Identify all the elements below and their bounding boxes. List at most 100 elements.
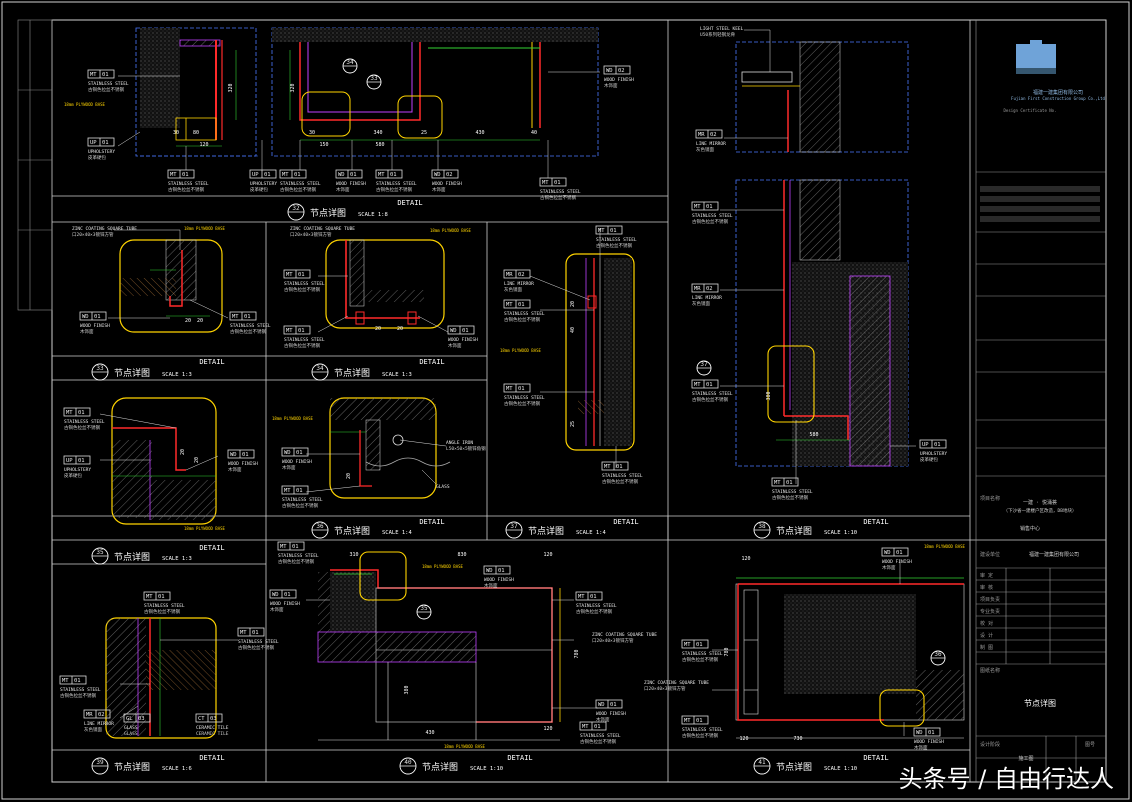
sheet-number-label: 图号 [1085, 742, 1095, 748]
panel-title: 节点详图 [334, 367, 370, 379]
material-label: STAINLESS STEEL [144, 603, 185, 609]
material-tag-number: 02 [710, 132, 717, 138]
material-tag-number: 01 [610, 702, 617, 708]
material-label: STAINLESS STEEL [692, 391, 733, 397]
dimension-text: 120 [543, 726, 552, 732]
material-label: ZINC COATING SQUARE TUBE [592, 632, 657, 638]
material-label-cn: 古铜色拉丝不锈钢 [230, 328, 266, 335]
signature-row-label: 校 对 [980, 620, 993, 627]
signature-row-label: 专业负责 [980, 608, 1000, 615]
material-tag-number: 01 [896, 550, 903, 556]
material-label-cn: 灰色镜面 [692, 300, 710, 307]
material-label: UPHOLSTERY [88, 149, 115, 155]
material-label-cn: 木饰面 [270, 606, 284, 613]
material-label-cn: 皮革硬包 [920, 456, 938, 463]
material-tag-code: WD [272, 592, 279, 598]
dimension-text: 730 [793, 736, 802, 742]
material-tag-code: MT [240, 630, 247, 636]
panel-scale: SCALE 1:10 [824, 530, 857, 536]
dimension-text: 830 [457, 552, 466, 558]
panel-detail-label: DETAIL [199, 544, 224, 552]
detail-callout-number: 40 [404, 759, 412, 766]
material-tag-number: 02 [98, 712, 105, 718]
material-tag-number: 01 [294, 172, 301, 178]
certificate-line: Design Certificate No. [1004, 108, 1057, 113]
material-label: STAINLESS STEEL [602, 473, 643, 479]
material-label-cn: 古铜色拉丝不锈钢 [580, 738, 616, 745]
dimension-text: 20 [346, 473, 352, 479]
dimension-text: 120 [543, 552, 552, 558]
material-label: STAINLESS STEEL [284, 337, 325, 343]
detail-41-drawing [735, 577, 965, 739]
material-label-cn: 古铜色拉丝不锈钢 [168, 186, 204, 193]
material-tag-code: MT [146, 594, 153, 600]
material-tag-code: MT [378, 172, 385, 178]
material-label-cn: 木饰面 [448, 342, 462, 349]
panel-title: 节点详图 [776, 761, 812, 773]
material-label-cn: 古铜色拉丝不锈钢 [504, 316, 540, 323]
material-label: UPHOLSTERY [250, 181, 277, 187]
material-label: STAINLESS STEEL [238, 639, 279, 645]
material-tag-code: MT [604, 464, 611, 470]
dimension-text: 20 [570, 301, 576, 307]
detail-callout-number: 34 [316, 365, 324, 372]
material-label: WOOD FINISH [270, 601, 300, 607]
material-tag-number: 01 [518, 386, 525, 392]
material-tag-number: 01 [934, 442, 941, 448]
dimension-text: 780 [724, 647, 730, 656]
material-tag-code: UP [90, 140, 97, 146]
owner-label: 建设单位 [980, 551, 1000, 558]
material-label: STAINLESS STEEL [692, 213, 733, 219]
material-label-cn: CERAMIC TILE [196, 731, 229, 737]
material-label-cn: 古铜色拉丝不锈钢 [692, 396, 728, 403]
dimension-text: 80 [193, 130, 199, 136]
material-tag-number: 01 [296, 488, 303, 494]
material-tag-number: 02 [706, 286, 713, 292]
material-tag-number: 01 [244, 314, 251, 320]
material-tag-code: MR [694, 286, 701, 292]
material-label: UPHOLSTERY [64, 467, 91, 473]
panel-title: 节点详图 [114, 367, 150, 379]
material-tag-code: WD [486, 568, 493, 574]
material-tag-number: 01 [462, 328, 469, 334]
inner-border [51, 19, 1107, 783]
dimension-text: 20 [185, 318, 191, 324]
dimension-text: 25 [421, 130, 427, 136]
material-label: WOOD FINISH [448, 337, 478, 343]
material-tag-code: WD [606, 68, 613, 74]
dimension-text: 25 [570, 421, 576, 427]
material-tag-code: MT [684, 718, 691, 724]
material-tag-code: MT [286, 328, 293, 334]
detail-39-drawing [105, 617, 217, 739]
material-label-cn: 木饰面 [282, 464, 296, 471]
material-label-cn: 古铜色拉丝不锈钢 [280, 186, 316, 193]
dimension-text: 20 [397, 326, 403, 332]
material-tag-code: WD [82, 314, 89, 320]
material-tag-code: MT [280, 544, 287, 550]
material-label-cn: U50系列轻钢龙骨 [700, 31, 736, 38]
material-tag-code: MT [90, 72, 97, 78]
detail-callout-number: 35 [420, 605, 428, 612]
material-label: 18mm PLYWOOD BASE [64, 102, 106, 107]
material-tag-code: MT [694, 382, 701, 388]
dimension-text: 380 [404, 685, 410, 694]
material-label-cn: 古铜色拉丝不锈钢 [772, 494, 808, 501]
material-tag-code: MT [774, 480, 781, 486]
dimension-text: 430 [425, 730, 434, 736]
material-label-cn: 木饰面 [882, 564, 896, 571]
material-label-cn: 古铜色拉丝不锈钢 [682, 732, 718, 739]
material-label: LINE MIRROR [696, 141, 726, 147]
material-tag-number: 01 [284, 592, 291, 598]
material-label-cn: 口20×40×3镀锌方管 [290, 231, 332, 238]
material-tag-number: 01 [696, 718, 703, 724]
detail-38-drawing [735, 41, 909, 467]
material-label-cn: 木饰面 [914, 744, 928, 751]
panel-title: 节点详图 [114, 761, 150, 773]
material-tag-code: MT [506, 302, 513, 308]
dimension-text: 310 [349, 552, 358, 558]
binding-margin [17, 19, 53, 311]
material-label-cn: 古铜色拉丝不锈钢 [238, 644, 274, 651]
sheet-title-label: 图纸名称 [980, 667, 1000, 674]
material-label-cn: 灰色镜面 [84, 726, 102, 733]
